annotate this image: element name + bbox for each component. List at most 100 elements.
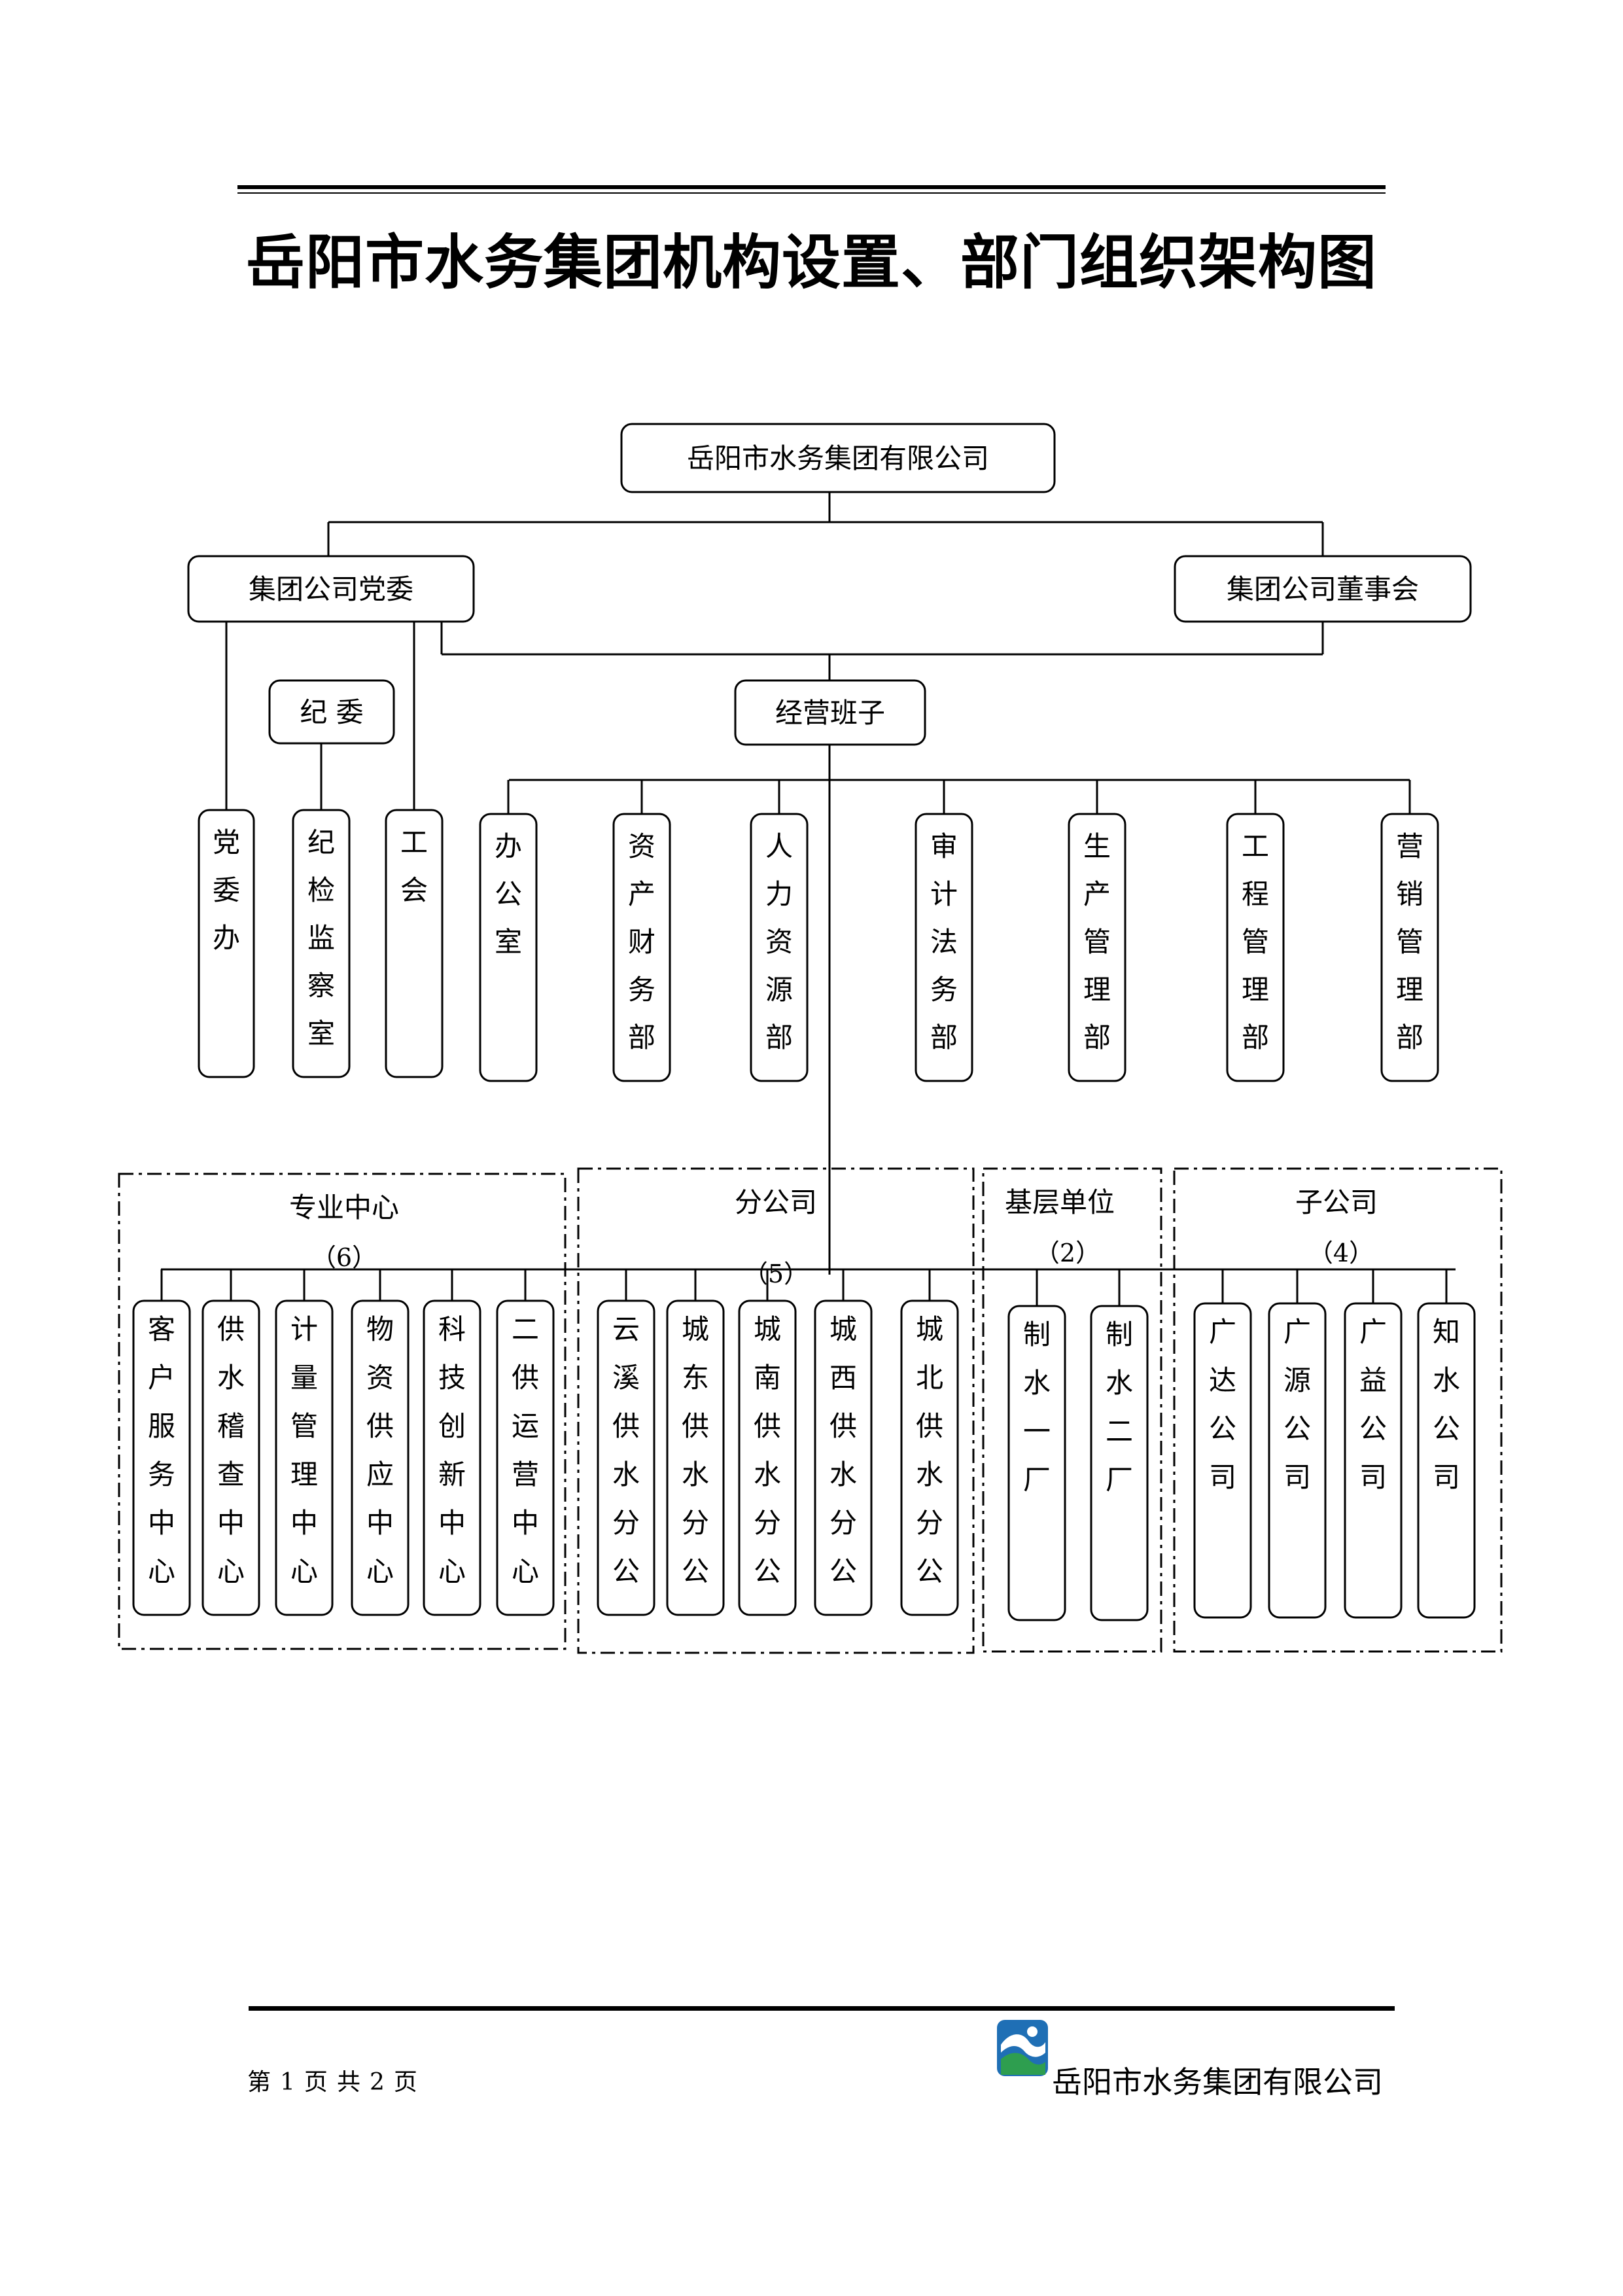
node-discipline-committee-frame xyxy=(268,679,395,745)
unit-2-3-label: 城南供水分公 xyxy=(754,1313,781,1587)
unit-2-5-label: 城北供水分公 xyxy=(916,1313,943,1587)
group-frame-2 xyxy=(577,1167,975,1654)
unit-4-1: 广达公司 xyxy=(1193,1302,1252,1619)
group-label-3: 基层单位 xyxy=(1005,1186,1115,1218)
unit-2-1-label: 云溪供水分公 xyxy=(612,1313,640,1587)
node-board-label: 集团公司董事会 xyxy=(1227,573,1419,605)
department-6: 工程管理部 xyxy=(1226,813,1285,1082)
group-label-2: 分公司 xyxy=(735,1186,817,1218)
unit-4-4-label: 知水公司 xyxy=(1433,1316,1460,1493)
unit-4-1-frame xyxy=(1193,1302,1252,1619)
node-party-committee-label: 集团公司党委 xyxy=(249,573,413,605)
department-2-frame xyxy=(612,813,671,1082)
page-part: 2 xyxy=(369,2069,385,2096)
footer-company-name: 岳阳市水务集团有限公司 xyxy=(1052,2064,1383,2100)
unit-3-1-label: 制水一厂 xyxy=(1023,1318,1051,1496)
node-root-label: 岳阳市水务集团有限公司 xyxy=(687,442,989,474)
unit-3-1-frame xyxy=(1007,1305,1066,1621)
group-frame-1 xyxy=(118,1173,567,1650)
group-label-4: 子公司 xyxy=(1295,1186,1378,1218)
top-rule-thick xyxy=(237,185,1386,189)
department-6-frame xyxy=(1226,813,1285,1082)
unit-2-3-frame xyxy=(738,1299,797,1616)
unit-4-1-label: 广达公司 xyxy=(1209,1316,1236,1493)
node-root-frame xyxy=(620,423,1056,493)
party-dept-3-label: 工会 xyxy=(400,826,428,906)
department-5-frame xyxy=(1068,813,1126,1082)
node-discipline-committee-label: 纪 委 xyxy=(300,696,363,728)
connector-lines xyxy=(160,492,1456,1306)
group-count-1: （6） xyxy=(311,1243,377,1272)
node-board: 集团公司董事会 xyxy=(1174,555,1472,623)
department-4-frame xyxy=(915,813,973,1082)
group-count-4: （4） xyxy=(1308,1239,1374,1267)
unit-2-2-label: 城东供水分公 xyxy=(682,1313,709,1587)
unit-1-6-label: 二供运营中心 xyxy=(512,1313,539,1587)
node-party-committee-frame xyxy=(187,555,475,623)
unit-1-1-label: 客户服务中心 xyxy=(148,1313,175,1587)
department-5-label: 生产管理部 xyxy=(1083,830,1111,1053)
party-dept-3: 工会 xyxy=(385,809,444,1078)
node-board-frame xyxy=(1174,555,1472,623)
unit-3-2: 制水二厂 xyxy=(1090,1305,1149,1621)
unit-1-5-frame xyxy=(423,1299,481,1616)
group-frame-3 xyxy=(982,1167,1162,1653)
party-dept-3-frame xyxy=(385,809,444,1078)
party-dept-1-frame xyxy=(198,809,255,1078)
party-dept-2-label: 纪检监察室 xyxy=(307,826,335,1050)
unit-1-6-frame xyxy=(496,1299,555,1616)
party-dept-2-frame xyxy=(292,809,351,1078)
unit-4-4-frame xyxy=(1417,1302,1476,1619)
bottom-rule xyxy=(249,2006,1395,2011)
unit-1-2-label: 供水稽查中心 xyxy=(217,1313,245,1587)
department-7-frame xyxy=(1380,813,1439,1082)
unit-3-2-frame xyxy=(1090,1305,1149,1621)
unit-2-5-frame xyxy=(900,1299,959,1616)
unit-4-2: 广源公司 xyxy=(1268,1302,1327,1619)
group-count-3: （2） xyxy=(1035,1239,1100,1267)
unit-4-4: 知水公司 xyxy=(1417,1302,1476,1619)
unit-2-4-frame xyxy=(814,1299,873,1616)
department-3: 人力资源部 xyxy=(750,813,809,1082)
unit-4-3-frame xyxy=(1344,1302,1403,1619)
department-7: 营销管理部 xyxy=(1380,813,1439,1082)
group-label-1: 专业中心 xyxy=(289,1192,399,1224)
department-2-label: 资产财务部 xyxy=(628,830,655,1053)
department-3-label: 人力资源部 xyxy=(765,830,793,1053)
unit-1-4-frame xyxy=(351,1299,410,1616)
node-management-team-frame xyxy=(734,679,926,746)
party-dept-1: 党委办 xyxy=(198,809,255,1078)
node-party-committee: 集团公司党委 xyxy=(187,555,475,623)
company-logo-icon xyxy=(997,2020,1048,2076)
page-part: 页 xyxy=(304,2069,328,2096)
page-title: 岳阳市水务集团机构设置、部门组织架构图 xyxy=(246,228,1377,297)
page-part: 共 xyxy=(336,2069,360,2096)
department-1: 办公室 xyxy=(479,813,538,1082)
unit-2-1: 云溪供水分公 xyxy=(597,1299,655,1616)
unit-2-2-frame xyxy=(666,1299,725,1616)
department-4: 审计法务部 xyxy=(915,813,973,1082)
unit-1-3: 计量管理中心 xyxy=(275,1299,334,1616)
department-6-label: 工程管理部 xyxy=(1242,830,1269,1053)
unit-2-4-label: 城西供水分公 xyxy=(829,1313,857,1587)
unit-1-3-label: 计量管理中心 xyxy=(290,1313,318,1587)
group-frames xyxy=(118,1167,1503,1654)
unit-3-2-label: 制水二厂 xyxy=(1106,1318,1133,1496)
unit-4-3-label: 广益公司 xyxy=(1359,1316,1387,1493)
party-dept-2: 纪检监察室 xyxy=(292,809,351,1078)
page-part: 第 xyxy=(247,2069,271,2096)
unit-4-2-frame xyxy=(1268,1302,1327,1619)
unit-1-1-frame xyxy=(132,1299,191,1616)
unit-4-2-label: 广源公司 xyxy=(1283,1316,1311,1493)
unit-2-1-frame xyxy=(597,1299,655,1616)
node-management-team-label: 经营班子 xyxy=(775,697,885,729)
unit-1-6: 二供运营中心 xyxy=(496,1299,555,1616)
department-3-frame xyxy=(750,813,809,1082)
department-1-frame xyxy=(479,813,538,1082)
department-1-label: 办公室 xyxy=(495,830,522,958)
department-2: 资产财务部 xyxy=(612,813,671,1082)
party-dept-1-label: 党委办 xyxy=(213,826,240,954)
unit-2-2: 城东供水分公 xyxy=(666,1299,725,1616)
